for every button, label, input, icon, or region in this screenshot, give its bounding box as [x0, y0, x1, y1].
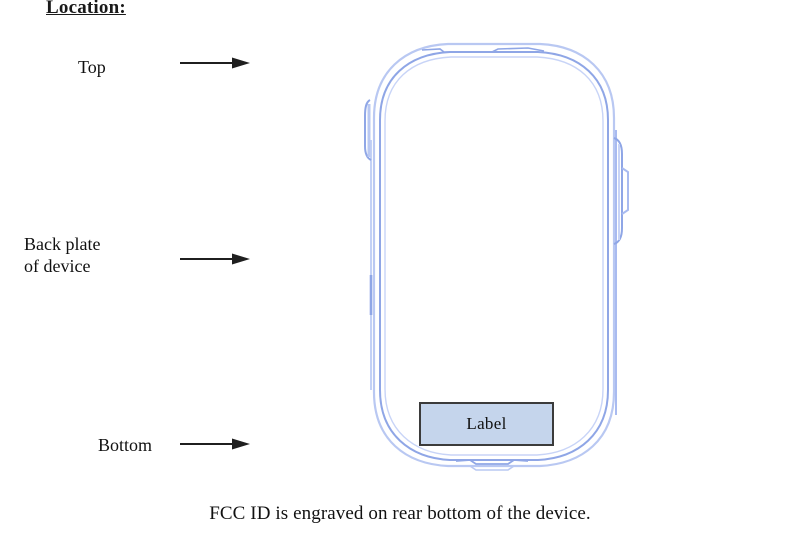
power-button-face: [621, 167, 629, 215]
power-button: [613, 137, 623, 245]
phone-top-seam: [421, 47, 545, 53]
phone-bottom-connector-lip: [469, 465, 515, 471]
device-label-text: Label: [466, 414, 507, 433]
device-label-box: Label: [419, 402, 554, 446]
page-title: Location:: [46, 0, 126, 18]
phone-inner-rim: [384, 56, 604, 456]
arrow-right-icon-backplate: [180, 252, 250, 266]
figure-caption: FCC ID is engraved on rear bottom of the…: [209, 503, 591, 524]
phone-back-outline-drawing: [352, 20, 632, 480]
annotation-label-top: Top: [78, 57, 106, 77]
phone-outer-shell: [372, 42, 616, 468]
annotation-label-bottom: Bottom: [98, 435, 153, 455]
annotation-label-backplate: Back plate of device: [24, 234, 101, 276]
phone-bottom-connector: [455, 459, 529, 465]
volume-button: [364, 99, 372, 161]
phone-backplate-outline: [379, 51, 609, 461]
arrow-right-icon-top: [180, 56, 250, 70]
arrow-right-icon-bottom: [180, 437, 250, 451]
